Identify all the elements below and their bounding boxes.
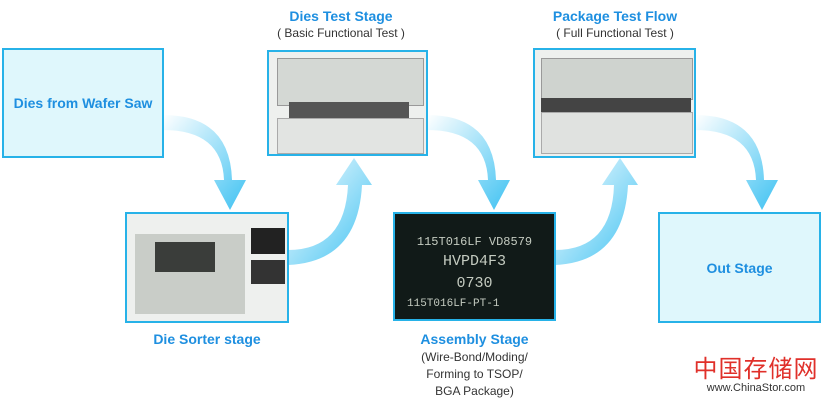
wafer-saw-label: Dies from Wafer Saw — [13, 95, 153, 111]
assembly-chip-photo: 115T016LF VD8579 HVPD4F3 0730 115T016LF-… — [393, 212, 556, 321]
out-stage-box: Out Stage — [658, 212, 821, 323]
dies-test-photo — [267, 50, 428, 156]
wafer-saw-box: Dies from Wafer Saw — [2, 48, 164, 158]
assembly-detail-line: (Wire-Bond/Moding/ — [421, 350, 528, 364]
watermark-url: www.ChinaStor.com — [706, 382, 806, 394]
chip-marking-line: 115T016LF-PT-1 — [407, 298, 500, 310]
die-sorter-photo — [125, 212, 289, 323]
chip-marking-line: 0730 — [456, 275, 493, 292]
package-test-photo — [533, 48, 696, 158]
out-stage-label: Out Stage — [706, 259, 773, 276]
arrow-package-to-out — [695, 115, 778, 210]
watermark-name: 中国存储网 — [693, 355, 819, 383]
assembly-detail-line: BGA Package) — [435, 384, 514, 398]
arrow-test-to-assembly — [427, 115, 510, 210]
die-sorter-label: Die Sorter stage — [153, 331, 261, 347]
assembly-detail-line: Forming to TSOP/ — [426, 367, 523, 381]
chinastor-watermark: 中国存储网 www.ChinaStor.com — [692, 356, 820, 395]
arrow-wafer-to-sorter — [163, 115, 246, 210]
arrow-assembly-to-package — [555, 158, 638, 265]
arrow-sorter-to-test — [288, 158, 372, 265]
package-test-subtitle: ( Full Functional Test ) — [556, 26, 674, 40]
dies-test-subtitle: ( Basic Functional Test ) — [277, 26, 405, 40]
assembly-title: Assembly Stage — [420, 331, 529, 347]
chip-marking-line: HVPD4F3 — [442, 253, 506, 270]
chip-marking-line: 115T016LF VD8579 — [416, 235, 533, 249]
dies-test-title: Dies Test Stage — [289, 8, 393, 24]
package-test-title: Package Test Flow — [552, 8, 678, 24]
